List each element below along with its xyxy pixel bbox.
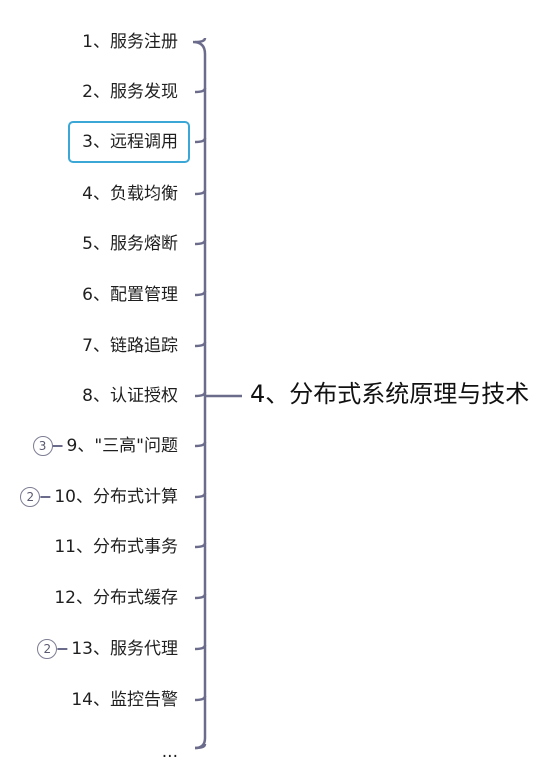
branch-topic-4[interactable]: 4、负载均衡 xyxy=(82,184,178,204)
branch-tick xyxy=(194,87,207,94)
branch-tick xyxy=(194,37,207,44)
collapsed-count-badge[interactable]: 2 xyxy=(37,639,58,659)
root-topic[interactable]: 4、分布式系统原理与技术 xyxy=(250,380,530,408)
branch-tick xyxy=(194,441,207,448)
branch-tick xyxy=(194,695,207,702)
branch-topic-7[interactable]: 7、链路追踪 xyxy=(82,336,178,356)
branch-tick xyxy=(194,137,207,144)
branch-tick xyxy=(194,743,207,750)
branch-topic-10[interactable]: 10、分布式计算 xyxy=(54,487,178,507)
branch-topic-6[interactable]: 6、配置管理 xyxy=(82,285,178,305)
branch-topic-12[interactable]: 12、分布式缓存 xyxy=(54,588,178,608)
branch-tick xyxy=(194,239,207,246)
branch-topic-13[interactable]: 13、服务代理 xyxy=(71,639,178,659)
bracket-spine xyxy=(192,40,207,750)
branch-topic-2[interactable]: 2、服务发现 xyxy=(82,82,178,102)
branch-topic-8[interactable]: 8、认证授权 xyxy=(82,386,178,406)
branch-tick xyxy=(194,290,207,297)
branch-tick xyxy=(194,492,207,499)
branch-topic-9[interactable]: 9、"三高"问题 xyxy=(66,436,178,456)
branch-topic-14[interactable]: 14、监控告警 xyxy=(71,690,178,710)
collapsed-count-badge[interactable]: 3 xyxy=(32,436,53,456)
branch-topic-3[interactable]: 3、远程调用 xyxy=(68,121,190,163)
branch-topic-15[interactable]: ... xyxy=(161,742,178,762)
branch-topic-11[interactable]: 11、分布式事务 xyxy=(54,537,178,557)
branch-tick xyxy=(194,542,207,549)
branch-tick xyxy=(194,644,207,651)
branch-topic-1[interactable]: 1、服务注册 xyxy=(82,32,178,52)
branch-tick xyxy=(194,189,207,196)
collapsed-count-badge[interactable]: 2 xyxy=(20,487,41,507)
branch-tick xyxy=(194,341,207,348)
branch-tick xyxy=(194,593,207,600)
branch-tick xyxy=(194,391,207,398)
branch-topic-5[interactable]: 5、服务熔断 xyxy=(82,234,178,254)
